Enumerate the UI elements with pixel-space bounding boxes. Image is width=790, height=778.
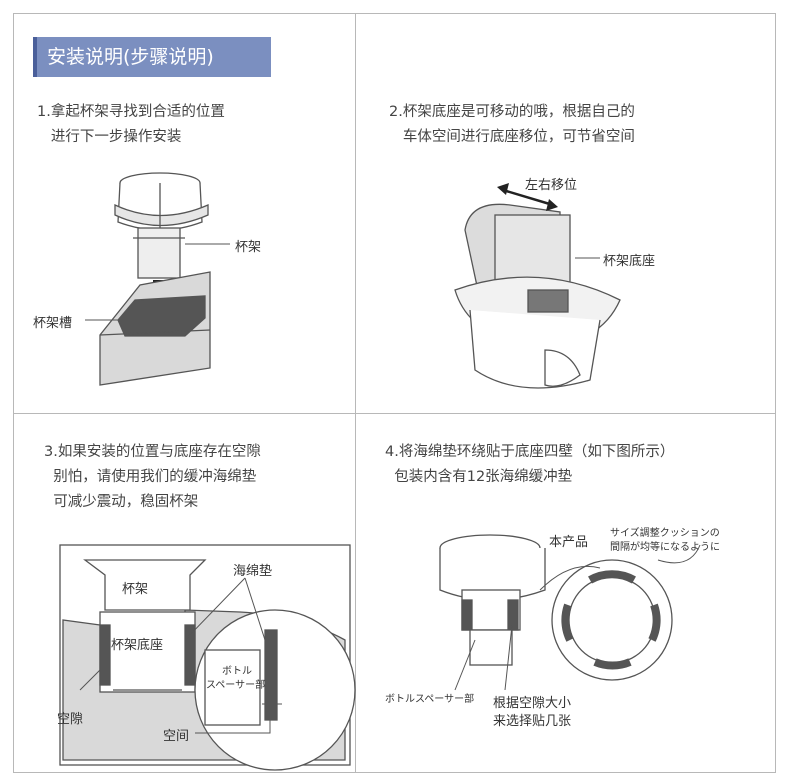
fig4-note-jp-2: 間隔が均等になるように [610, 542, 720, 553]
divider-vertical [355, 13, 356, 773]
step-1-text: 1.拿起杯架寻找到合适的位置 进行下一步操作安装 [37, 104, 225, 145]
divider-horizontal [13, 413, 776, 414]
move-left-right-label: 左右移位 [525, 178, 578, 193]
holder-base-label: 杯架底座 [603, 254, 656, 269]
choose-count-label-2: 来选择贴几张 [493, 714, 572, 729]
figure-3-cross-section [59, 544, 356, 771]
figure-4-connector [539, 565, 601, 591]
choose-count-label-1: 根据空隙大小 [493, 696, 572, 711]
fig3-holder-label: 杯架 [122, 582, 149, 597]
fig4-note-jp-1: サイズ調整クッションの [610, 528, 720, 539]
fig4-bottle-spacer-label: ボトルスペーサー部 [385, 694, 475, 705]
figure-2-move-arrow [497, 183, 558, 211]
instruction-frame [13, 13, 776, 773]
gap-label: 空隙 [57, 712, 84, 727]
step-4-text: 4.将海绵垫环绕贴于底座四壁（如下图所示） 包装内含有12张海绵缓冲垫 [385, 444, 675, 485]
figure-3-sponge-leaders [184, 577, 266, 641]
page-title: 安装说明(步骤说明) [33, 37, 271, 77]
figure-1-console [99, 271, 211, 386]
this-product-label: 本产品 [549, 535, 589, 550]
figure-4-ring [551, 559, 673, 681]
fig3-bottle-label-1: ボトル [222, 666, 252, 677]
fig3-bottle-label-2: スペーサー部 [206, 680, 266, 691]
figure-4-choose-leader [504, 624, 513, 691]
space-label: 空间 [163, 729, 190, 744]
figure-4-product [439, 534, 546, 666]
figure-1-cup-holder [114, 172, 209, 279]
figure-2-base [454, 203, 621, 389]
fig3-base-label: 杯架底座 [111, 638, 164, 653]
cup-holder-label: 杯架 [235, 240, 262, 255]
figure-3-space-leader [195, 710, 271, 734]
cup-holder-slot-label: 杯架槽 [33, 316, 73, 331]
figure-3-gap-leader [79, 669, 101, 691]
step-2-text: 2.杯架底座是可移动的哦，根据自己的 车体空间进行底座移位，可节省空间 [389, 104, 635, 145]
figure-4-note-leader [657, 544, 701, 564]
figure-4-spacer-leader [454, 639, 476, 691]
step-3-text: 3.如果安装的位置与底座存在空隙 别怕，请使用我们的缓冲海绵垫 可减少震动，稳固… [44, 444, 261, 510]
sponge-pad-label: 海绵垫 [233, 564, 273, 579]
